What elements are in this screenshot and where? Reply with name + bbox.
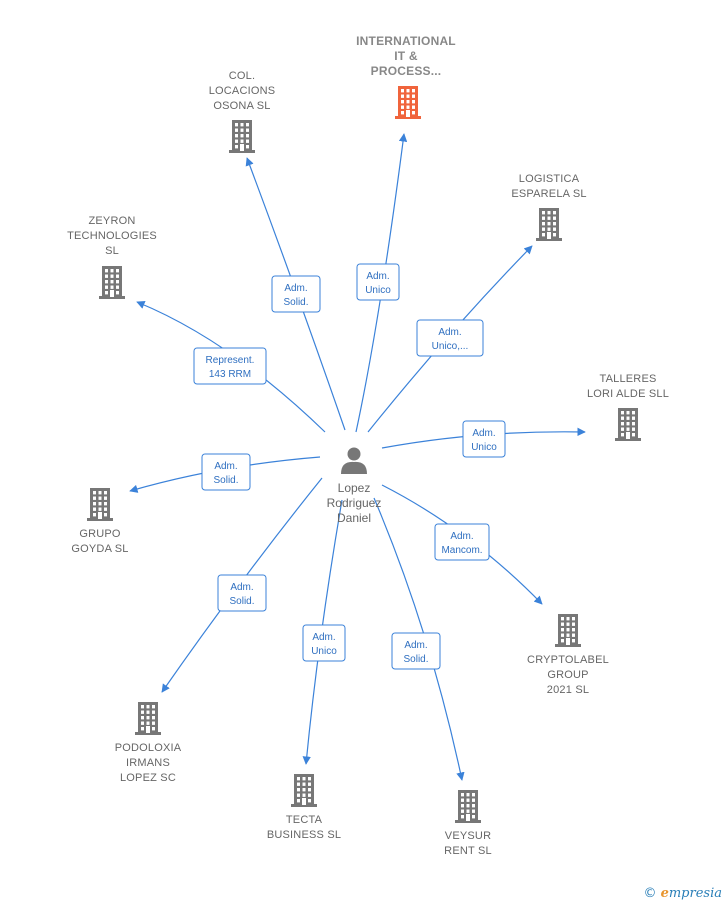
edge-label-text: Adm.	[450, 531, 473, 542]
company-node-zeyron[interactable]: ZEYRON TECHNOLOGIES SL	[67, 215, 157, 299]
edge-label-box	[416, 319, 484, 357]
edge-label-text: 143 RRM	[209, 369, 251, 380]
building-icon	[615, 408, 641, 441]
company-name: TALLERES	[599, 373, 656, 385]
edge-label-text: Adm.	[366, 271, 389, 282]
company-name: SL	[105, 245, 119, 257]
building-icon	[87, 488, 113, 521]
building-icon	[291, 774, 317, 807]
company-name: LOPEZ SC	[120, 772, 176, 784]
company-name: TECTA	[286, 814, 323, 826]
edge-international	[355, 133, 408, 433]
company-name: ZEYRON	[88, 215, 135, 227]
company-name: LOCACIONS	[209, 85, 276, 97]
edge-label-text: Solid.	[229, 596, 254, 607]
building-icon	[135, 702, 161, 735]
edge-label-logistica[interactable]: Adm. Unico,...	[416, 319, 484, 357]
company-name: PROCESS...	[371, 64, 442, 78]
person-name: Daniel	[337, 511, 371, 525]
company-name: BUSINESS SL	[267, 829, 341, 841]
edge-label-box	[391, 632, 441, 670]
edge-label-zeyron[interactable]: Represent. 143 RRM	[193, 347, 267, 385]
building-icon	[555, 614, 581, 647]
edge-label-tecta[interactable]: Adm. Unico	[302, 624, 346, 662]
edge-label-box	[302, 624, 346, 662]
company-name: GROUP	[547, 669, 588, 681]
edge-label-text: Adm.	[438, 327, 461, 338]
edge-label-international[interactable]: Adm. Unico	[356, 263, 400, 301]
building-icon	[536, 208, 562, 241]
company-name: TECHNOLOGIES	[67, 230, 157, 242]
edge-label-box	[356, 263, 400, 301]
company-name: IT &	[394, 49, 418, 63]
edge-label-box	[434, 523, 490, 561]
edge-label-talleres[interactable]: Adm. Unico	[462, 420, 506, 458]
company-node-col-locacions[interactable]: COL. LOCACIONS OSONA SL	[209, 70, 276, 153]
person-icon	[341, 447, 367, 474]
copyright-icon: ©	[643, 886, 657, 901]
edge-labels-layer: Adm.UnicoAdm.Solid.Adm.Unico,...Represen…	[193, 263, 506, 670]
company-name: 2021 SL	[547, 684, 589, 696]
edge-label-box	[271, 275, 321, 313]
edge-label-text: Adm.	[284, 283, 307, 294]
company-name: IRMANS	[126, 757, 170, 769]
company-name: CRYPTOLABEL	[527, 654, 609, 666]
brand-logo-e: e	[660, 886, 669, 901]
edge-label-grupo-goyda[interactable]: Adm. Solid.	[201, 453, 251, 491]
edge-label-podoloxia[interactable]: Adm. Solid.	[217, 574, 267, 612]
company-name: GRUPO	[79, 528, 121, 540]
building-icon	[229, 120, 255, 153]
company-name: VEYSUR	[445, 830, 491, 842]
edge-label-text: Unico	[365, 285, 391, 296]
company-node-podoloxia[interactable]: PODOLOXIA IRMANS LOPEZ SC	[115, 702, 182, 784]
edge-label-text: Solid.	[403, 654, 428, 665]
company-node-veysur[interactable]: VEYSUR RENT SL	[444, 790, 492, 857]
building-icon	[455, 790, 481, 823]
edge-label-text: Adm.	[472, 428, 495, 439]
person-name: Lopez	[338, 481, 371, 495]
edge-label-col-locacions[interactable]: Adm. Solid.	[271, 275, 321, 313]
edge-label-text: Solid.	[213, 475, 238, 486]
company-node-grupo-goyda[interactable]: GRUPO GOYDA SL	[71, 488, 128, 555]
company-node-talleres[interactable]: TALLERES LORI ALDE SLL	[587, 373, 669, 441]
edge-label-text: Solid.	[283, 297, 308, 308]
edge-label-veysur[interactable]: Adm. Solid.	[391, 632, 441, 670]
edge-label-text: Adm.	[214, 461, 237, 472]
company-name: OSONA SL	[213, 100, 270, 112]
copyright-footer: © empresia	[643, 886, 722, 901]
company-name: ESPARELA SL	[511, 188, 586, 200]
edge-label-text: Unico,...	[432, 341, 469, 352]
company-name: COL.	[229, 70, 255, 82]
company-name: LOGISTICA	[519, 173, 580, 185]
building-icon	[99, 266, 125, 299]
company-name: GOYDA SL	[71, 543, 128, 555]
building-icon	[395, 86, 421, 119]
edge-label-box	[217, 574, 267, 612]
company-node-tecta[interactable]: TECTA BUSINESS SL	[267, 774, 341, 841]
edge-label-box	[193, 347, 267, 385]
company-node-logistica[interactable]: LOGISTICA ESPARELA SL	[511, 173, 586, 241]
company-node-cryptolabel[interactable]: CRYPTOLABEL GROUP 2021 SL	[527, 614, 609, 696]
company-name: LORI ALDE SLL	[587, 388, 669, 400]
brand-logo-text: mpresia	[668, 886, 722, 901]
edge-label-text: Adm.	[230, 582, 253, 593]
company-name: RENT SL	[444, 845, 492, 857]
company-name: PODOLOXIA	[115, 742, 182, 754]
edge-label-cryptolabel[interactable]: Adm. Mancom.	[434, 523, 490, 561]
company-name: INTERNATIONAL	[356, 34, 456, 48]
edge-label-box	[462, 420, 506, 458]
edge-label-text: Adm.	[404, 640, 427, 651]
edge-label-text: Represent.	[206, 355, 255, 366]
edge-label-text: Adm.	[312, 632, 335, 643]
edge-label-text: Mancom.	[441, 545, 482, 556]
person-name: Rodriguez	[327, 496, 382, 510]
edge-label-text: Unico	[471, 442, 497, 453]
edge-label-text: Unico	[311, 646, 337, 657]
edge-label-box	[201, 453, 251, 491]
